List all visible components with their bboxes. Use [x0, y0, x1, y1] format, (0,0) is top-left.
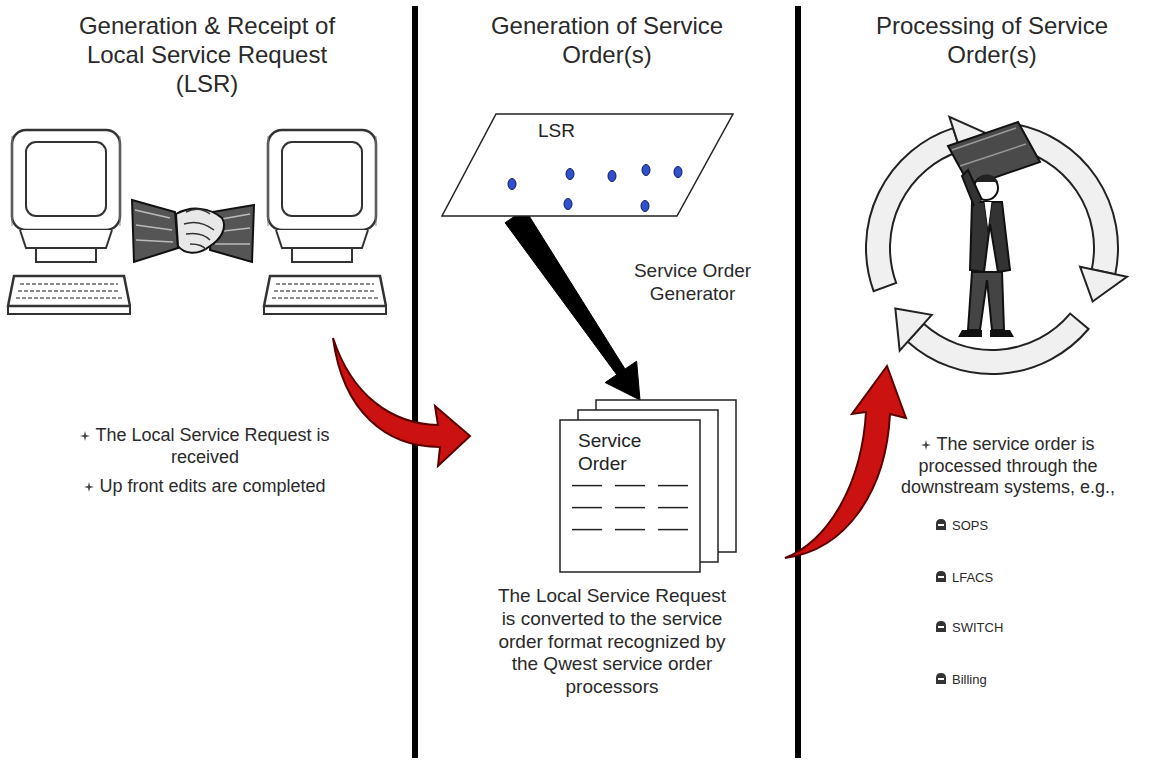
system-icon: [936, 673, 946, 684]
bullet-symbol: [921, 440, 931, 450]
data-dot: [566, 169, 574, 180]
flow-arrow: [333, 338, 470, 466]
handshake-icon: [132, 200, 254, 262]
system-icon: [936, 571, 946, 582]
system-icon: [936, 519, 946, 530]
worker-figure: [948, 122, 1040, 337]
column-heading-box: Processing of Service Order(s): [842, 12, 1142, 70]
illustration-stroke: [264, 130, 386, 314]
system-icon: [938, 678, 944, 680]
illustration-stroke: [962, 170, 982, 206]
system-name: SWITCH: [952, 620, 1003, 635]
form-line: [572, 485, 602, 487]
bullet-symbol: [921, 440, 931, 450]
data-dot: [642, 165, 650, 176]
system-name-box: LFACS: [935, 570, 993, 586]
system-name: LFACS: [952, 570, 993, 585]
illustration-stroke: [186, 209, 210, 214]
bullet-note: The service order is processed through t…: [901, 434, 1115, 497]
illustration-stroke: [895, 308, 931, 350]
form-line: [658, 529, 688, 531]
system-icon: [938, 524, 944, 526]
document-outline: [442, 114, 733, 216]
system-name-box: Billing: [935, 672, 987, 688]
system-icon: [935, 620, 947, 632]
system-icon: [935, 672, 947, 684]
illustration-stroke: [132, 200, 178, 262]
document-outline: [440, 112, 735, 218]
document-shape: LSR: [440, 112, 735, 218]
illustration-stroke: [970, 202, 1010, 272]
document-stack: Service Order: [560, 400, 740, 572]
flow-arrow: [785, 366, 906, 558]
node-text: LSR: [538, 120, 575, 143]
illustration-stroke: [795, 6, 801, 758]
bullet-note-box: The Local Service Request is received: [68, 425, 343, 468]
flow-connector: [505, 209, 640, 400]
document-outline: [560, 400, 740, 572]
system-name: SOPS: [952, 518, 988, 533]
illustration-stroke: [984, 202, 992, 232]
column-heading: Generation of Service Order(s): [491, 12, 723, 68]
system-icon: [938, 576, 944, 578]
recycle-icon: [866, 117, 1127, 374]
illustration-stroke: [135, 210, 173, 242]
form-line: [658, 485, 688, 487]
form-line: [615, 507, 645, 509]
data-dot: [641, 201, 649, 212]
form-line: [572, 529, 602, 531]
connector-label: Service Order Generator: [618, 260, 768, 306]
column-heading-box: Generation & Receipt of Local Service Re…: [57, 12, 357, 98]
column-heading: Processing of Service Order(s): [876, 12, 1108, 68]
system-name-box: SWITCH: [935, 620, 1003, 636]
bullet-symbol: [80, 431, 90, 441]
bullet-symbol: [84, 482, 94, 492]
form-line: [615, 529, 645, 531]
system-icon: [935, 570, 947, 582]
form-line: [615, 485, 645, 487]
form-line: [658, 507, 688, 509]
node-text: Service Order: [578, 430, 678, 476]
computer-icon: [8, 130, 386, 314]
system-icon: [935, 518, 947, 530]
bullet-note-box: The service order is processed through t…: [888, 434, 1128, 499]
illustration-stroke: [412, 6, 418, 758]
system-name: Billing: [952, 672, 987, 687]
system-icon: [936, 621, 946, 632]
column-heading: Generation & Receipt of Local Service Re…: [79, 12, 335, 97]
bullet-symbol: [80, 431, 90, 441]
data-dot: [508, 179, 516, 190]
data-dot: [674, 167, 682, 178]
data-dot: [564, 199, 572, 210]
step-description-box: The Local Service Request is converted t…: [490, 585, 735, 699]
bullet-note: Up front edits are completed: [99, 476, 325, 496]
bullet-symbol: [84, 482, 94, 492]
data-dot: [608, 171, 616, 182]
bullet-note-box: Up front edits are completed: [68, 476, 343, 498]
column-heading-box: Generation of Service Order(s): [457, 12, 757, 70]
illustration-stroke: [176, 209, 224, 253]
document-sheet: [560, 420, 700, 572]
illustration-stroke: [976, 175, 998, 183]
illustration-stroke: [184, 222, 214, 250]
illustration-stroke: [1080, 267, 1127, 302]
form-line: [572, 507, 602, 509]
illustration-stroke: [968, 272, 1004, 330]
column-divider: [412, 6, 801, 758]
illustration-stroke: [952, 128, 1026, 166]
illustration-stroke: [8, 130, 130, 314]
system-icon: [938, 626, 944, 628]
illustration-stroke: [866, 128, 960, 291]
system-name-box: SOPS: [935, 518, 988, 534]
illustration-stroke: [958, 330, 1014, 337]
bullet-note: The Local Service Request is received: [95, 425, 329, 467]
step-description: The Local Service Request is converted t…: [498, 585, 726, 697]
